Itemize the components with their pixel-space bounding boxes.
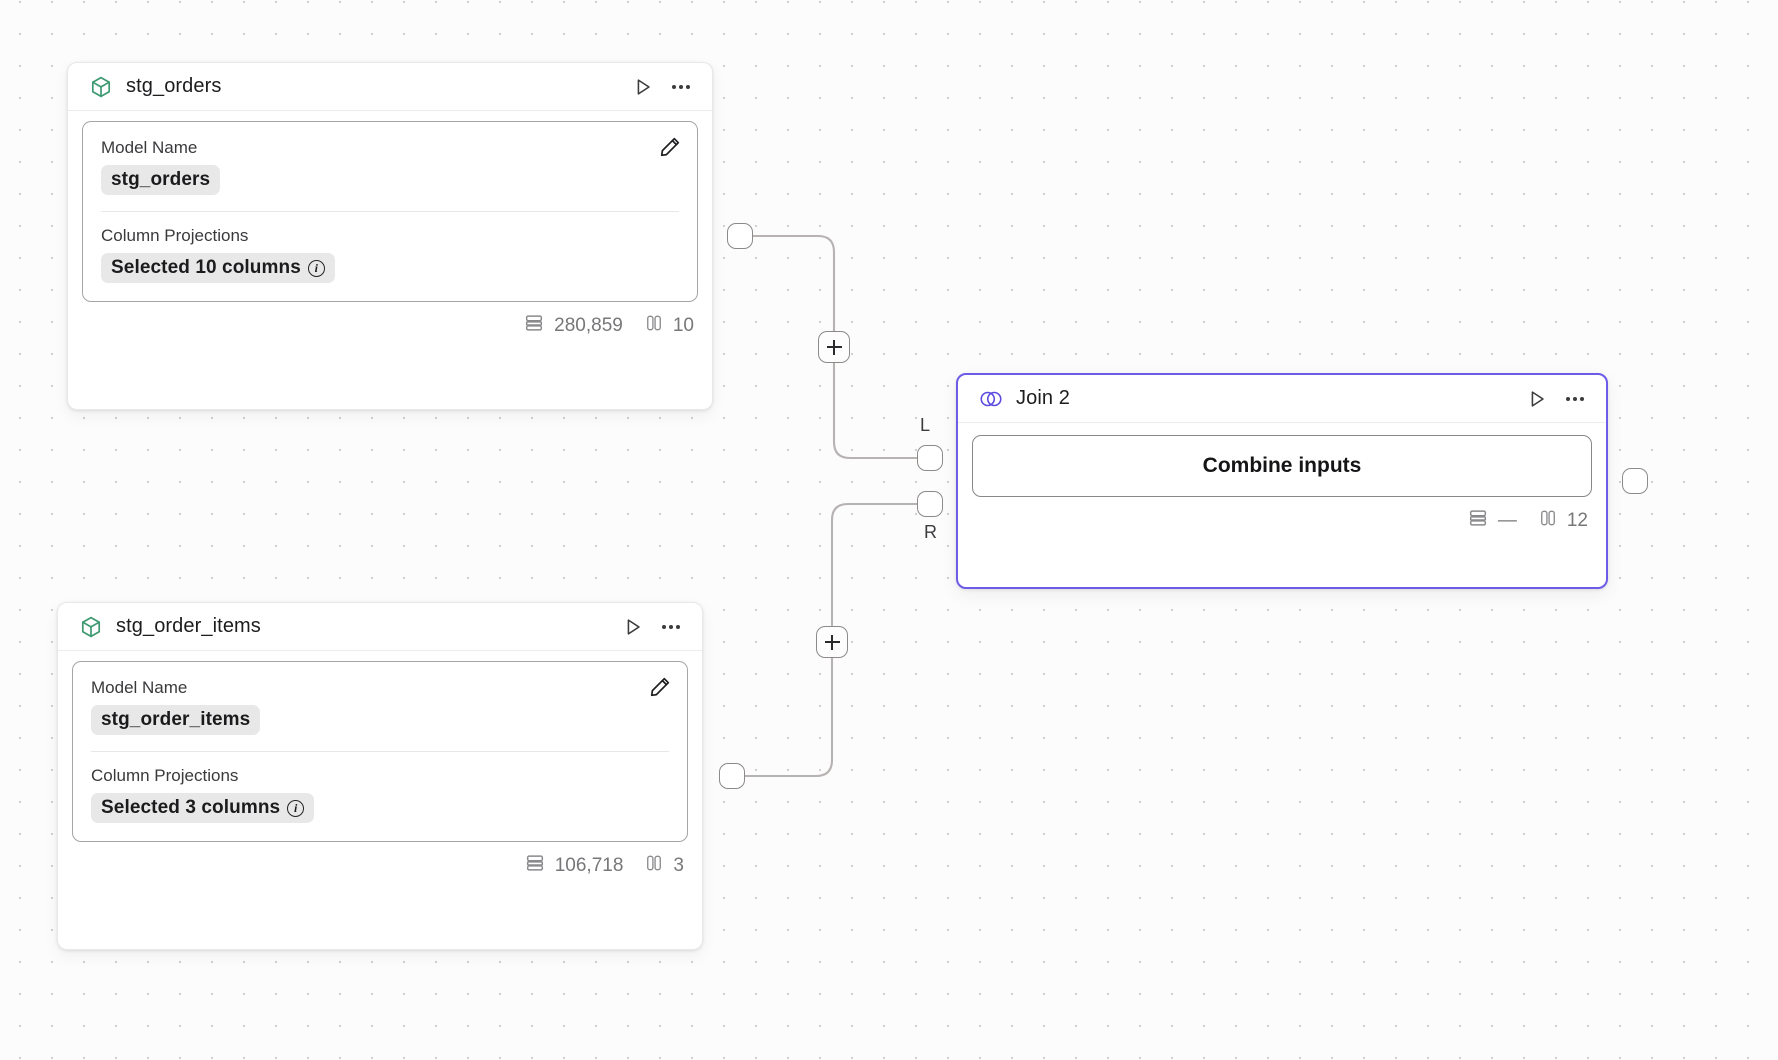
chip-column-projections[interactable]: Selected 10 columns i — [101, 253, 335, 283]
chip-model-name-value: stg_orders — [111, 169, 211, 190]
info-icon[interactable]: i — [307, 259, 325, 277]
chip-column-projections-value: Selected 10 columns — [111, 257, 301, 278]
node-title: stg_order_items — [116, 615, 261, 637]
run-icon[interactable] — [620, 614, 646, 640]
stat-row-count: 280,859 — [523, 312, 623, 340]
stat-column-count: 10 — [644, 312, 694, 340]
edit-pencil-icon[interactable] — [658, 135, 682, 159]
node-stg-order-items[interactable]: stg_order_items Model Name — [57, 602, 703, 950]
stat-column-count: 12 — [1538, 507, 1588, 535]
more-options-icon[interactable] — [668, 74, 694, 100]
rows-icon — [1467, 507, 1489, 535]
columns-value: 12 — [1566, 510, 1588, 531]
rows-value: 106,718 — [554, 855, 624, 876]
node-body: Model Name stg_order_items Column Projec… — [58, 651, 702, 842]
target-handle-join-left[interactable] — [917, 445, 943, 471]
venn-icon — [978, 386, 1004, 412]
node-footer-stats: 280,859 10 — [68, 302, 712, 352]
chip-column-projections-value: Selected 3 columns — [101, 797, 281, 818]
columns-icon — [644, 852, 664, 880]
field-label-column-projections: Column Projections — [91, 766, 239, 785]
cube-icon — [78, 614, 104, 640]
more-options-icon[interactable] — [658, 614, 684, 640]
stat-row-count: — — [1467, 507, 1517, 535]
rows-value: 280,859 — [554, 315, 623, 336]
run-icon[interactable] — [630, 74, 656, 100]
node-body: Model Name stg_orders Column Projections… — [68, 111, 712, 302]
node-footer-stats: — 12 — [958, 497, 1606, 547]
node-join-2[interactable]: Join 2 Combine inputs — [956, 373, 1608, 589]
node-stg-orders[interactable]: stg_orders Model Name — [67, 62, 713, 410]
target-handle-join-right[interactable] — [917, 491, 943, 517]
edge-add-node-button-lower[interactable] — [816, 626, 848, 658]
source-handle-join-2[interactable] — [1622, 468, 1648, 494]
columns-value: 3 — [673, 855, 684, 876]
more-options-icon[interactable] — [1562, 386, 1588, 412]
node-footer-stats: 106,718 3 — [58, 842, 702, 892]
field-label-column-projections: Column Projections — [101, 226, 249, 245]
stat-row-count: 106,718 — [524, 852, 624, 880]
chip-model-name[interactable]: stg_orders — [101, 165, 221, 195]
run-icon[interactable] — [1524, 386, 1550, 412]
field-divider — [101, 211, 679, 212]
field-label-model-name: Model Name — [101, 138, 198, 157]
chip-model-name[interactable]: stg_order_items — [91, 705, 261, 735]
port-label-right: R — [924, 522, 937, 542]
node-header: Join 2 — [958, 375, 1606, 423]
rows-icon — [524, 852, 546, 880]
node-header: stg_orders — [68, 63, 712, 111]
source-handle-stg-orders[interactable] — [727, 223, 753, 249]
port-label-left: L — [920, 415, 931, 435]
field-label-model-name: Model Name — [91, 678, 188, 697]
rows-value: — — [1497, 510, 1517, 531]
node-title: stg_orders — [126, 75, 222, 97]
field-divider — [91, 751, 669, 752]
columns-value: 10 — [672, 315, 694, 336]
cube-icon — [88, 74, 114, 100]
edit-pencil-icon[interactable] — [648, 675, 672, 699]
info-icon[interactable]: i — [287, 799, 305, 817]
columns-icon — [644, 312, 664, 340]
model-config-card: Model Name stg_order_items Column Projec… — [72, 661, 688, 842]
node-header: stg_order_items — [58, 603, 702, 651]
model-config-card: Model Name stg_orders Column Projections… — [82, 121, 698, 302]
rows-icon — [523, 312, 545, 340]
combine-inputs-button[interactable]: Combine inputs — [972, 435, 1592, 497]
source-handle-stg-order-items[interactable] — [719, 763, 745, 789]
combine-inputs-label: Combine inputs — [1202, 454, 1362, 477]
stat-column-count: 3 — [644, 852, 684, 880]
chip-column-projections[interactable]: Selected 3 columns i — [91, 793, 315, 823]
columns-icon — [1538, 507, 1558, 535]
edge-add-node-button-upper[interactable] — [818, 331, 850, 363]
node-title: Join 2 — [1016, 387, 1070, 409]
chip-model-name-value: stg_order_items — [101, 709, 251, 730]
